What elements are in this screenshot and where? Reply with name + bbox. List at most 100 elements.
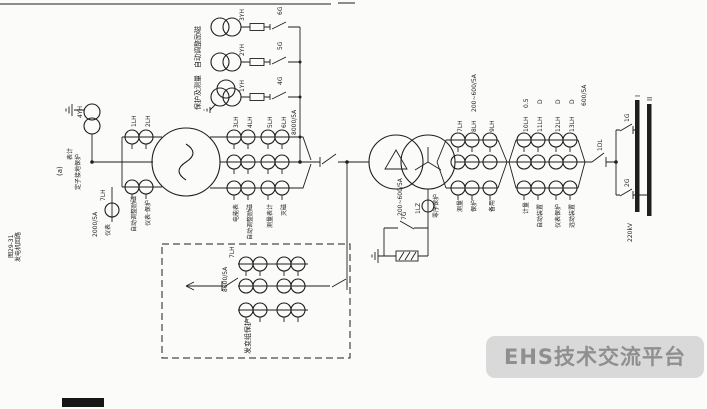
vt-4yh-coil-1	[83, 103, 101, 121]
busbar-2	[647, 104, 652, 216]
ct-hv-mid	[482, 154, 498, 170]
ct-g2-mid	[530, 154, 546, 170]
left-phase-lines	[92, 136, 162, 188]
group2-ratio: 600/5A	[581, 84, 588, 106]
vt-3yh-label: 3YH	[239, 9, 246, 21]
watermark-text: EHS技术交流平台	[504, 345, 686, 369]
generator-sine-icon	[178, 143, 194, 181]
neutral-use-auto-excitation: 自动调整励磁	[130, 196, 138, 232]
busbar-2-label: II	[646, 97, 654, 101]
bus-voltage-label: 220kV	[627, 222, 634, 242]
gen-ct-ratio: 8000/5A	[291, 109, 298, 135]
stator-text-ground-protection: 定子接地保护	[74, 154, 82, 190]
ct-2lh-label: 2LH	[145, 115, 152, 127]
ct-4lh-label: 4LH	[247, 116, 254, 128]
ct-secondary-stubs	[131, 144, 147, 199]
neutral-switch-branch	[383, 220, 428, 256]
ct-10lh-class: 0.5	[523, 98, 530, 108]
ct-13lh-class: D	[569, 99, 576, 104]
box-ct	[290, 278, 306, 294]
hv-ct-group-2: 10LH 11LH 12LH 13LH 0.5 D D D 600/5A 计量 …	[508, 84, 588, 228]
vt-1yh-switch	[269, 91, 287, 100]
main-transformer: 200~600/5A 1LZ 零序保护 7G	[368, 134, 456, 263]
group1-ratio: 200~600/5A	[471, 73, 478, 112]
box-ct	[252, 278, 268, 294]
vt-2yh-switch	[269, 56, 287, 65]
box-ct-ratio: 8000/5A	[222, 266, 229, 292]
vt-3yh-switch	[269, 21, 287, 30]
bus1-disconnector	[616, 123, 636, 134]
vt-4yh-label: 4YH	[77, 106, 84, 118]
busbar-1-label: I	[634, 95, 642, 97]
box-row-bottom	[238, 309, 308, 322]
neutral-ct-label: 1LZ	[415, 203, 422, 214]
ct-13lh-label: 13LH	[569, 117, 576, 133]
junction-dot	[345, 160, 349, 164]
group2-use-billing: 计量	[522, 202, 530, 214]
vt-1yh-coil-3	[216, 79, 236, 99]
ct-8lh-hv-label: 8LH	[471, 120, 478, 132]
ct-use-metering: 测量表计	[266, 204, 274, 228]
ct-secondary-stubs	[523, 147, 571, 200]
neutral-ground-icon	[371, 249, 428, 263]
grounding-resistor	[395, 250, 419, 262]
junction-dot	[614, 160, 618, 164]
dashed-outline	[161, 243, 351, 359]
ct-1lh-label: 1LH	[131, 115, 138, 127]
box-row-top	[238, 263, 308, 276]
ct-7lh-ratio: 2000/5A	[92, 211, 99, 237]
ct-1lz-zero-sequence	[421, 199, 435, 213]
vt-1yh-ground-icon	[203, 103, 217, 113]
delta-winding-icon	[384, 149, 408, 170]
ct-9lh-hv-label: 9LH	[489, 120, 496, 132]
group1-use-spare: 备用	[488, 200, 496, 212]
ct-12lh-class: D	[555, 99, 562, 104]
figure-caption: 图29-31 发电机回路	[8, 232, 22, 262]
neutral-switch-label: 7G	[401, 211, 408, 220]
box-ct	[290, 256, 306, 272]
group1-phase-lines	[436, 139, 508, 189]
group2-use-telecontrol: 远动装置	[568, 204, 576, 228]
ct-secondary-stubs	[233, 144, 283, 200]
stator-ground-vt: 4YH 表计 定子接地保护 (a)	[56, 103, 101, 190]
junction-dot	[298, 60, 302, 64]
ct-use-deexcitation: 灭磁	[280, 204, 288, 216]
neutral-use-meter-protection: 仪表·保护	[144, 200, 152, 226]
watermark: EHS技术交流平台	[486, 336, 704, 378]
generator-left-leads: 1LH 2LH 自动调整励磁 仪表·保护 7LH 2000/5A 仪表	[92, 115, 162, 237]
ct-5lh-label: 5LH	[267, 116, 274, 128]
figure-sub-label: (a)	[56, 166, 64, 176]
breaker-1dl	[585, 152, 616, 167]
ct-3lh-label: 3LH	[233, 116, 240, 128]
vt-1yh-switch-label: 4G	[277, 76, 284, 85]
box-ct	[290, 302, 306, 318]
resistor-hatch	[398, 251, 417, 261]
group2-use-meter-protection: 仪表保护	[554, 204, 562, 228]
outlet-section: 1DL 1G 2G I II 220kV	[585, 95, 654, 242]
ct-use-energy-meter: 电能表	[232, 204, 240, 222]
ct-secondary-stubs	[457, 147, 491, 200]
ct-11lh-class: D	[537, 99, 544, 104]
vt-use-protection-metering: 保护及测量	[193, 75, 202, 110]
vt-3yh-switch-label: 6G	[277, 6, 284, 15]
box-use-unit-protection: 发变组保护	[243, 319, 252, 354]
stator-text-meter: 表计	[66, 148, 74, 160]
ct-10lh-label: 10LH	[523, 117, 530, 133]
generator-right-leads: 3LH 4LH 5LH 6LH 8000/5A 电能表 自动调整励磁 测量表计 …	[210, 109, 369, 240]
ct-7lh-neutral-label: 7LH	[100, 189, 107, 201]
box-row-middle	[185, 281, 330, 291]
switch-2g-label: 2G	[624, 178, 631, 187]
unit-protection-box: 7LH 8000/5A 发变组保护	[161, 160, 351, 359]
watermark-background	[486, 336, 704, 378]
caption-number: 图29-31	[8, 234, 15, 258]
vt-use-auto-excitation: 自动调整励磁	[193, 26, 202, 68]
ct-7lh-hv-label: 7LH	[457, 120, 464, 132]
ct-11lh-label: 11LH	[537, 117, 544, 133]
vt-2yh-fuse	[249, 58, 265, 66]
transformer-lv-winding	[368, 134, 424, 190]
group1-use-protection: 保护	[470, 200, 478, 212]
vt-3yh-fuse	[249, 23, 265, 31]
switch-1g-label: 1G	[624, 113, 631, 122]
